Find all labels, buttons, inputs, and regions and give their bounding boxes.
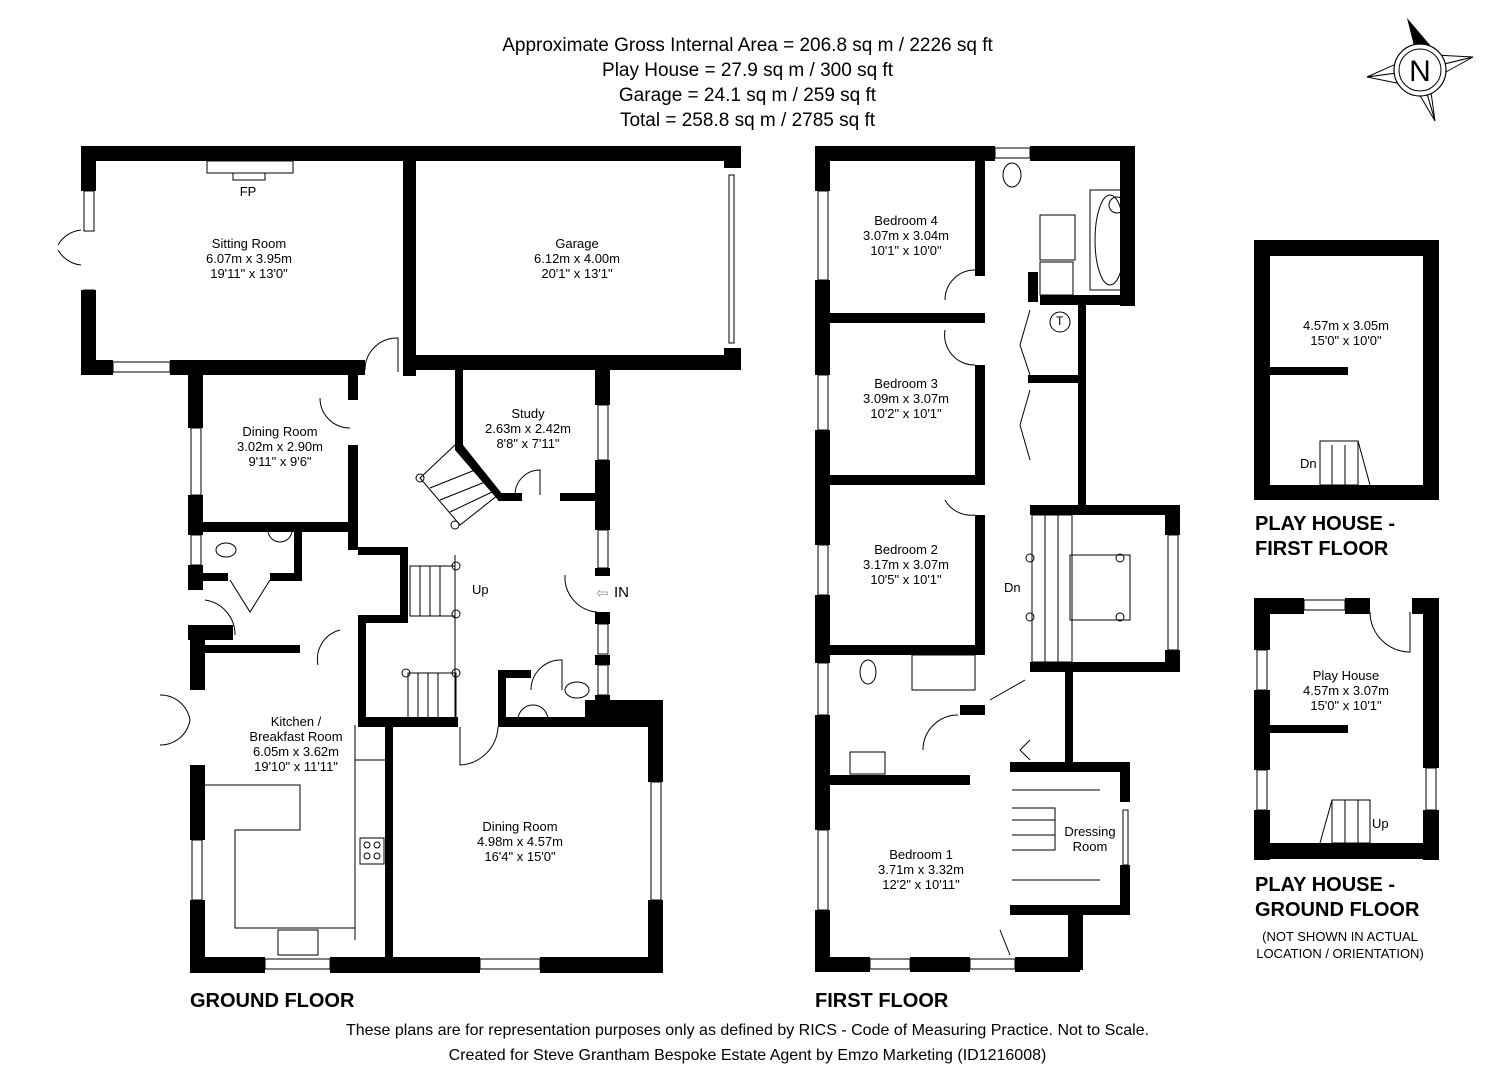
room-play-house-first-floor: 4.57m x 3.05m 15'0" x 10'0" [1303, 318, 1389, 348]
room-bedroom-4: Bedroom 4 3.07m x 3.04m 10'1" x 10'0" [863, 213, 949, 258]
room-metric: 6.07m x 3.95m [206, 251, 292, 266]
stairs-down-label: Dn [1004, 580, 1021, 595]
room-imperial: 16'4" x 15'0" [484, 849, 556, 864]
svg-text:N: N [1409, 55, 1431, 88]
room-bedroom-3: Bedroom 3 3.09m x 3.07m 10'2" x 10'1" [863, 376, 949, 421]
first-floor-walls [815, 146, 1180, 972]
room-imperial: 20'1" x 13'1" [541, 266, 613, 281]
room-imperial: 15'0" x 10'0" [1310, 333, 1382, 348]
room-metric: 3.09m x 3.07m [863, 391, 949, 406]
room-metric: 2.63m x 2.42m [485, 421, 571, 436]
ground-floor-walls [81, 146, 741, 973]
room-name: Dining Room [242, 424, 318, 439]
play-house-ground-floor-fixtures [1256, 599, 1437, 844]
credit-text: Created for Steve Grantham Bespoke Estat… [448, 1047, 1047, 1064]
fireplace-label: FP [239, 184, 257, 199]
stairs-up-label: Up [472, 582, 489, 597]
room-metric: 3.71m x 3.32m [878, 862, 964, 877]
room-metric: 4.98m x 4.57m [477, 834, 563, 849]
first-floor-title: FIRST FLOOR [815, 990, 949, 1012]
room-dining-room-small: Dining Room 3.02m x 2.90m 9'11" x 9'6" [237, 424, 323, 469]
room-bedroom-1: Bedroom 1 3.71m x 3.32m 12'2" x 10'11" [878, 847, 964, 892]
room-imperial: 10'2" x 10'1" [870, 406, 942, 421]
play-house-location-note: (NOT SHOWN IN ACTUAL LOCATION / ORIENTAT… [1245, 928, 1435, 962]
room-imperial: 8'8" x 7'11" [496, 436, 560, 451]
note-line-1: (NOT SHOWN IN ACTUAL [1262, 929, 1418, 944]
room-metric: 4.57m x 3.05m [1303, 318, 1389, 333]
play-house-stairs-down-label: Dn [1300, 456, 1317, 471]
room-kitchen-breakfast: Kitchen / Breakfast Room 6.05m x 3.62m 1… [249, 714, 342, 774]
play-house-ground-floor-walls [1254, 598, 1439, 860]
title-line-2: GROUND FLOOR [1255, 899, 1420, 921]
note-line-2: LOCATION / ORIENTATION) [1256, 946, 1424, 961]
room-name-line2: Breakfast Room [249, 729, 343, 744]
room-dining-room-large: Dining Room 4.98m x 4.57m 16'4" x 15'0" [477, 819, 563, 864]
room-sitting-room: Sitting Room 6.07m x 3.95m 19'11" x 13'0… [206, 236, 292, 281]
room-name: Garage [555, 236, 599, 251]
gross-internal-area: Approximate Gross Internal Area = 206.8 … [502, 35, 993, 56]
room-imperial: 19'10" x 11'11" [254, 759, 338, 774]
room-name: Study [511, 406, 545, 421]
room-imperial: 19'11" x 13'0" [210, 266, 288, 281]
room-name: Bedroom 2 [874, 542, 938, 557]
total-area: Total = 258.8 sq m / 2785 sq ft [619, 110, 876, 131]
play-house-first-floor-walls [1254, 240, 1439, 500]
room-play-house-ground-floor: Play House 4.57m x 3.07m 15'0" x 10'1" [1303, 668, 1389, 713]
area-summary: Approximate Gross Internal Area = 206.8 … [0, 33, 1495, 133]
title-line-1: PLAY HOUSE - [1255, 513, 1396, 535]
ground-floor-title: GROUND FLOOR [190, 990, 355, 1012]
room-imperial: 12'2" x 10'11" [882, 877, 960, 892]
play-house-first-floor-title: PLAY HOUSE - FIRST FLOOR [1255, 512, 1395, 562]
room-dressing-room: Dressing Room [1064, 824, 1115, 854]
room-metric: 6.05m x 3.62m [252, 744, 339, 759]
room-imperial: 9'11" x 9'6" [248, 454, 312, 469]
disclaimer-text: These plans are for representation purpo… [345, 1022, 1150, 1039]
tank-label: T [1056, 314, 1064, 328]
room-metric: 4.57m x 3.07m [1303, 683, 1389, 698]
room-garage: Garage 6.12m x 4.00m 20'1" x 13'1" [534, 236, 620, 281]
room-imperial: 15'0" x 10'1" [1310, 698, 1382, 713]
room-name: Dressing [1064, 824, 1116, 839]
garage-area: Garage = 24.1 sq m / 259 sq ft [618, 85, 877, 106]
room-name: Play House [1312, 668, 1380, 683]
room-metric: 3.02m x 2.90m [237, 439, 323, 454]
title-line-2: FIRST FLOOR [1255, 538, 1389, 560]
ground-floor-fixtures [57, 160, 735, 970]
room-name-line2: Room [1072, 839, 1108, 854]
room-imperial: 10'5" x 10'1" [870, 572, 942, 587]
room-name: Bedroom 3 [874, 376, 938, 391]
room-name: Bedroom 1 [889, 847, 953, 862]
room-name: Bedroom 4 [874, 213, 938, 228]
play-house-stairs-up-label: Up [1372, 816, 1389, 831]
north-compass-icon: N [1365, 15, 1475, 130]
title-line-1: PLAY HOUSE - [1255, 874, 1396, 896]
room-name: Sitting Room [211, 236, 287, 251]
room-imperial: 10'1" x 10'0" [870, 243, 942, 258]
room-metric: 3.17m x 3.07m [863, 557, 949, 572]
room-study: Study 2.63m x 2.42m 8'8" x 7'11" [485, 406, 571, 451]
room-metric: 6.12m x 4.00m [534, 251, 620, 266]
room-name: Kitchen / [270, 714, 322, 729]
play-house-ground-floor-title: PLAY HOUSE - GROUND FLOOR [1255, 873, 1419, 923]
room-metric: 3.07m x 3.04m [863, 228, 949, 243]
room-name: Dining Room [482, 819, 558, 834]
play-house-first-floor-stairs [1319, 440, 1371, 486]
room-bedroom-2: Bedroom 2 3.17m x 3.07m 10'5" x 10'1" [863, 542, 949, 587]
entrance-arrow-icon: ⇦ [596, 585, 609, 602]
play-house-area: Play House = 27.9 sq m / 300 sq ft [602, 60, 893, 81]
first-floor-fixtures [817, 147, 1179, 970]
entrance-label: IN [614, 584, 629, 601]
